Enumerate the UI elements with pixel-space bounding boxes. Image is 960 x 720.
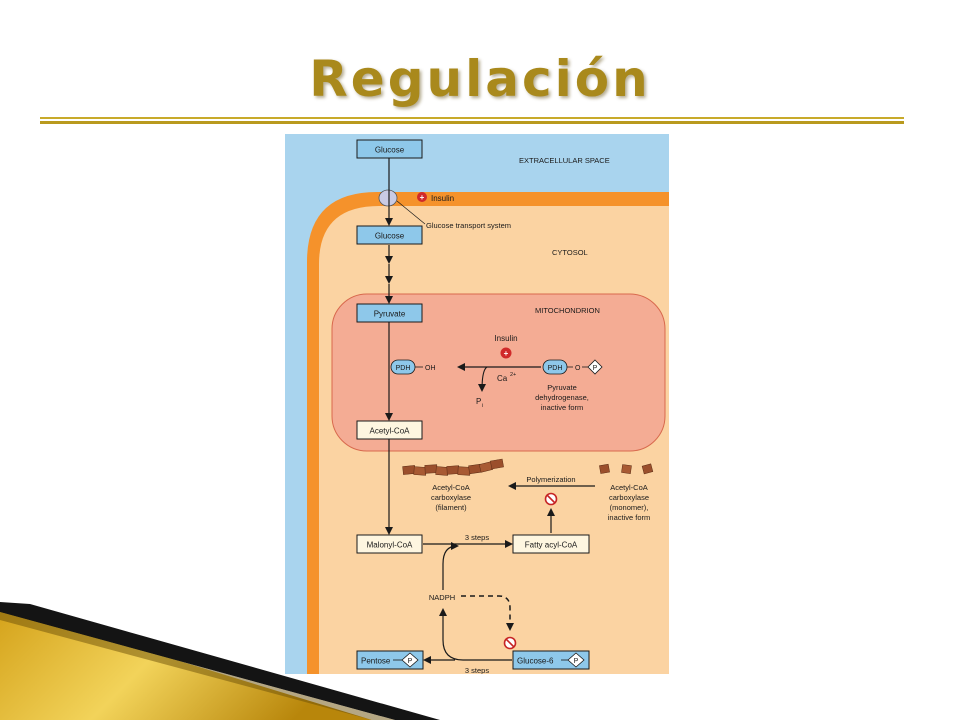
insulin-activator-icon (417, 192, 427, 202)
mitochondrion-region (331, 293, 666, 452)
fatty-acyl-coa-label: Fatty acyl-CoA (525, 541, 578, 550)
slide-title: Regulación (309, 50, 651, 108)
glucose6-to-pentose-loop (439, 608, 512, 661)
nadph-feedback-dashed-arrow (461, 595, 514, 631)
inorganic-phosphate-sub: i (482, 403, 483, 409)
pdh-inactive-caption-3: inactive form (541, 403, 584, 412)
acc-monomer-caption-3: (monomer), (610, 503, 649, 512)
nadph-supply-arrow (442, 542, 459, 590)
malonyl-coa-box (356, 534, 423, 554)
glucose6-phosphate-icon (567, 652, 585, 668)
acc-monomer-icon (599, 463, 654, 475)
pyruvate-label: Pyruvate (374, 310, 406, 319)
pdh-o-label: O (575, 365, 581, 372)
insulin-mito-plus: + (504, 349, 509, 358)
pdh-inactive-caption-1: Pyruvate (547, 383, 577, 392)
inorganic-phosphate-label: P (476, 397, 481, 406)
title-divider-top (40, 117, 904, 119)
pdh-phosphate-icon (587, 359, 603, 375)
pentose-phosphate-icon (401, 652, 419, 668)
acc-monomer-caption-4: inactive form (608, 513, 651, 522)
pdh-phosphate-p: P (593, 365, 598, 372)
glucose6-phosphate-p: P (574, 658, 579, 665)
pdh-active-label: PDH (396, 365, 411, 372)
insulin-mito-activator-icon (500, 347, 512, 359)
glucose-extracellular-label: Glucose (375, 146, 405, 155)
nadph-label: NADPH (429, 593, 455, 602)
mitochondrion-label: MITOCHONDRION (535, 306, 600, 315)
g6pdh-inhibitor-slash (505, 638, 515, 648)
polymerization-label: Polymerization (526, 475, 575, 484)
acc-monomer-caption-1: Acetyl-CoA (610, 483, 648, 492)
malonyl-coa-label: Malonyl-CoA (367, 541, 413, 550)
fatty-acyl-coa-box (512, 534, 590, 554)
insulin-top-label: Insulin (431, 194, 454, 203)
metabolic-regulation-diagram: EXTRACELLULAR SPACE CYTOSOL MITOCHONDRIO… (285, 134, 669, 674)
glucose-transport-label: Glucose transport system (426, 221, 511, 230)
corner-gold-wedge-shadow (0, 612, 395, 720)
pdh-inactive-caption-2: dehydrogenase, (535, 393, 589, 402)
glucose-cytosol-box (356, 225, 423, 245)
calcium-label: Ca (497, 374, 508, 383)
acc-filament-caption-3: (filament) (435, 503, 467, 512)
cytosol-label: CYTOSOL (552, 248, 588, 257)
insulin-activator-plus: + (420, 193, 425, 202)
steps-top-label: 3 steps (465, 533, 489, 542)
pdh-inactive-label: PDH (548, 365, 563, 372)
steps-bottom-label: 3 steps (465, 666, 489, 674)
title-divider-bottom (40, 121, 904, 124)
pdh-oh-label: OH (425, 365, 436, 372)
pentose-phosphate-p: P (408, 658, 413, 665)
glucose6-phosphate-box (512, 650, 590, 670)
acc-monomer-caption-2: carboxylase (609, 493, 649, 502)
glucose6-label: Glucose-6 (517, 657, 554, 666)
pentose-label: Pentose (361, 657, 391, 666)
calcium-charge: 2+ (510, 372, 516, 378)
insulin-mito-label: Insulin (494, 334, 517, 343)
acc-filament-caption-1: Acetyl-CoA (432, 483, 470, 492)
transporter-leader-line (396, 200, 426, 225)
glucose-transporter (378, 189, 398, 207)
extracellular-space-label: EXTRACELLULAR SPACE (519, 156, 610, 165)
corner-black-wedge (0, 602, 440, 720)
acc-filament-caption-2: carboxylase (431, 493, 471, 502)
polymerization-inhibitor-slash (546, 494, 556, 504)
acetyl-coa-label: Acetyl-CoA (369, 427, 410, 436)
glucose-cytosol-label: Glucose (375, 232, 405, 241)
acc-filament-icon (402, 458, 504, 476)
phosphate-release-arrow (478, 366, 488, 392)
